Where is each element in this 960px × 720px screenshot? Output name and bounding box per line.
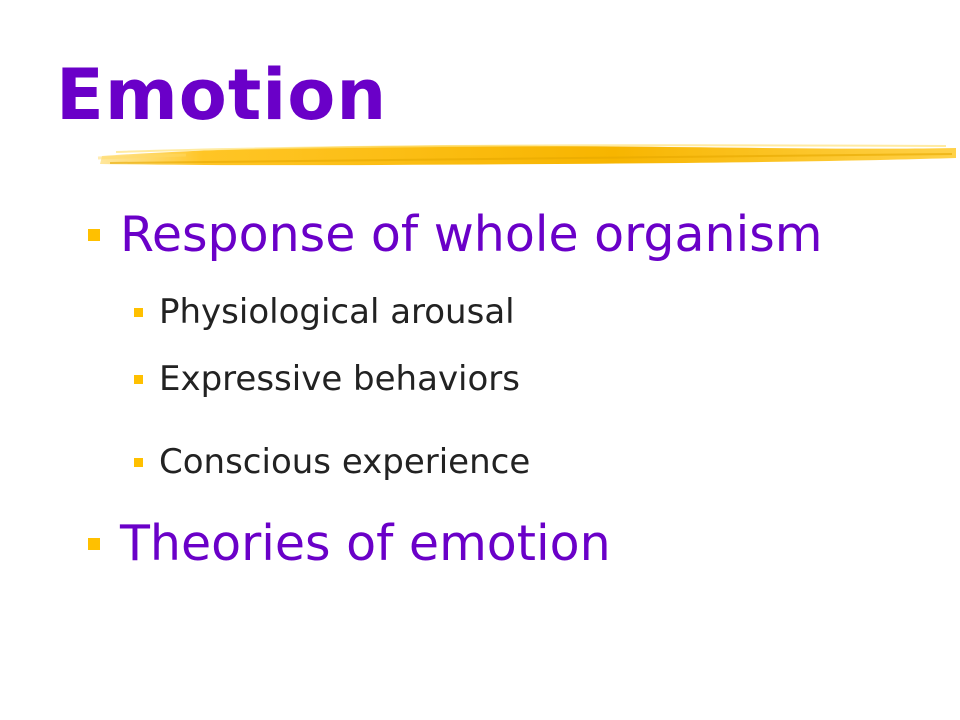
sub-bullet-expressive-behaviors: Expressive behaviors (134, 355, 520, 403)
sub-bullet-text: Physiological arousal (159, 292, 515, 332)
sub-bullet-text: Expressive behaviors (159, 359, 521, 399)
sub-bullet-conscious-experience: Conscious experience (134, 438, 530, 486)
bullet-square-icon (134, 457, 143, 467)
bullet-response-of-whole-organism: Response of whole organism (88, 203, 823, 267)
sub-bullet-text: Conscious experience (159, 442, 531, 482)
bullet-text: Theories of emotion (120, 515, 611, 572)
bullet-text: Response of whole organism (120, 206, 823, 263)
bullet-square-icon (88, 229, 100, 241)
bullet-square-icon (88, 538, 100, 550)
sub-bullet-physiological-arousal: Physiological arousal (134, 288, 515, 336)
slide-title: Emotion (56, 54, 388, 136)
bullet-square-icon (134, 374, 143, 384)
title-underline-brushstroke (97, 144, 956, 166)
bullet-theories-of-emotion: Theories of emotion (88, 512, 611, 576)
bullet-square-icon (134, 307, 143, 317)
